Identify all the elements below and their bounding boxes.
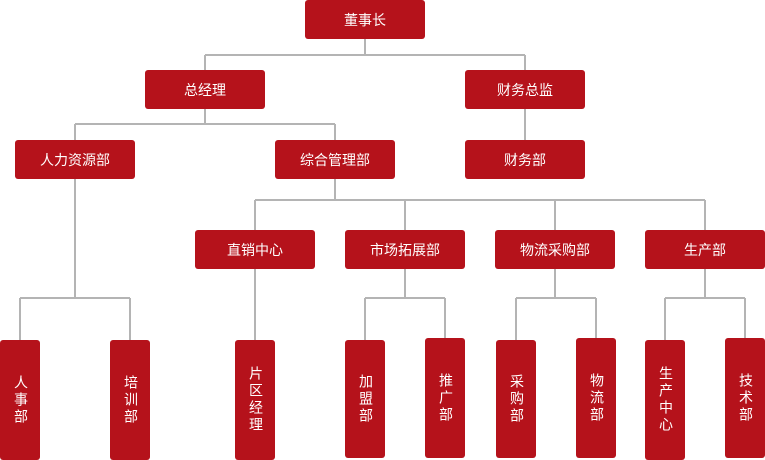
technical-dept-label: 技术部 [737, 372, 753, 424]
personnel-dept-box: 人事部 [0, 340, 40, 460]
area-manager-box: 片区经理 [235, 340, 275, 460]
personnel-dept-label: 人事部 [12, 374, 28, 426]
finance-dept-box: 财务部 [465, 140, 585, 179]
purchasing-dept-label: 采购部 [508, 373, 524, 425]
cfo-box: 财务总监 [465, 70, 585, 109]
production-dept-box: 生产部 [645, 230, 765, 269]
training-dept-box: 培训部 [110, 340, 150, 460]
franchise-dept-box: 加盟部 [345, 340, 385, 458]
area-manager-label: 片区经理 [247, 366, 263, 434]
training-dept-label: 培训部 [122, 374, 138, 426]
logistics-purchase-dept-box: 物流采购部 [495, 230, 615, 269]
general-mgmt-dept-box: 综合管理部 [275, 140, 395, 179]
production-center-box: 生产中心 [645, 340, 685, 460]
franchise-dept-label: 加盟部 [357, 373, 373, 425]
logistics-dept-box: 物流部 [576, 338, 616, 458]
purchasing-dept-box: 采购部 [496, 340, 536, 458]
logistics-dept-label: 物流部 [588, 372, 604, 424]
hr-dept-box: 人力资源部 [15, 140, 135, 179]
general-manager-box: 总经理 [145, 70, 265, 109]
promotion-dept-box: 推广部 [425, 338, 465, 458]
direct-sales-center-box: 直销中心 [195, 230, 315, 269]
promotion-dept-label: 推广部 [437, 372, 453, 424]
marketing-dept-box: 市场拓展部 [345, 230, 465, 269]
technical-dept-box: 技术部 [725, 338, 765, 458]
production-center-label: 生产中心 [657, 366, 673, 434]
chairman-box: 董事长 [305, 0, 425, 39]
